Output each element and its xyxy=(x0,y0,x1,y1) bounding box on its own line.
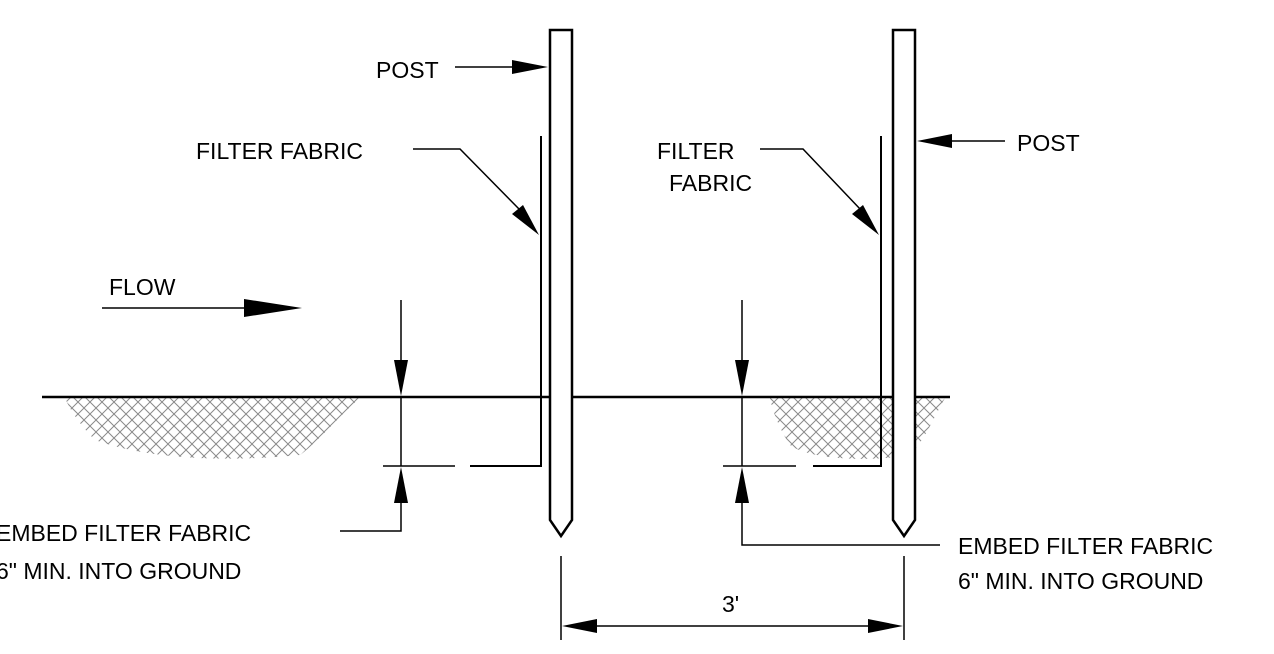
spacing-arrow-right xyxy=(868,619,903,633)
flow-label: FLOW xyxy=(109,274,176,300)
filter-fabric-left-leader xyxy=(413,148,521,211)
filter-fabric-right-label-line1: FILTER xyxy=(657,138,735,164)
soil-hatch-right xyxy=(770,398,945,459)
post-right xyxy=(891,28,917,539)
spacing-arrow-left xyxy=(562,619,597,633)
embed-left-leader xyxy=(340,503,402,532)
filter-fabric-left-label: FILTER FABRIC xyxy=(196,138,363,164)
post-right-arrowhead xyxy=(917,134,952,148)
filter-fabric-right-label-line2: FABRIC xyxy=(669,170,753,196)
embed-left-label-line1: EMBED FILTER FABRIC xyxy=(0,520,252,546)
embed-left-label-line2: 6" MIN. INTO GROUND xyxy=(0,558,242,584)
embed-right-arrow-up xyxy=(735,467,749,503)
embed-right-label-line1: EMBED FILTER FABRIC xyxy=(958,533,1214,559)
embed-left-arrow-up xyxy=(394,467,408,503)
soil-hatch-left xyxy=(65,398,360,459)
post-left-arrowhead xyxy=(512,60,548,74)
embed-right-leader xyxy=(741,503,940,546)
embed-right-arrow-down xyxy=(735,360,749,396)
embed-left-arrow-down xyxy=(394,360,408,396)
filter-fabric-left xyxy=(470,136,542,467)
filter-fabric-right xyxy=(813,136,882,467)
spacing-label: 3' xyxy=(722,591,740,617)
filter-fabric-left-arrowhead xyxy=(512,205,539,235)
post-left-label: POST xyxy=(376,57,439,83)
embed-right-label-line2: 6" MIN. INTO GROUND xyxy=(958,568,1204,594)
post-left xyxy=(548,28,574,539)
flow-arrowhead xyxy=(244,299,302,317)
filter-fabric-right-leader xyxy=(760,148,862,211)
filter-fabric-right-arrowhead xyxy=(852,205,879,235)
post-right-label: POST xyxy=(1017,130,1080,156)
